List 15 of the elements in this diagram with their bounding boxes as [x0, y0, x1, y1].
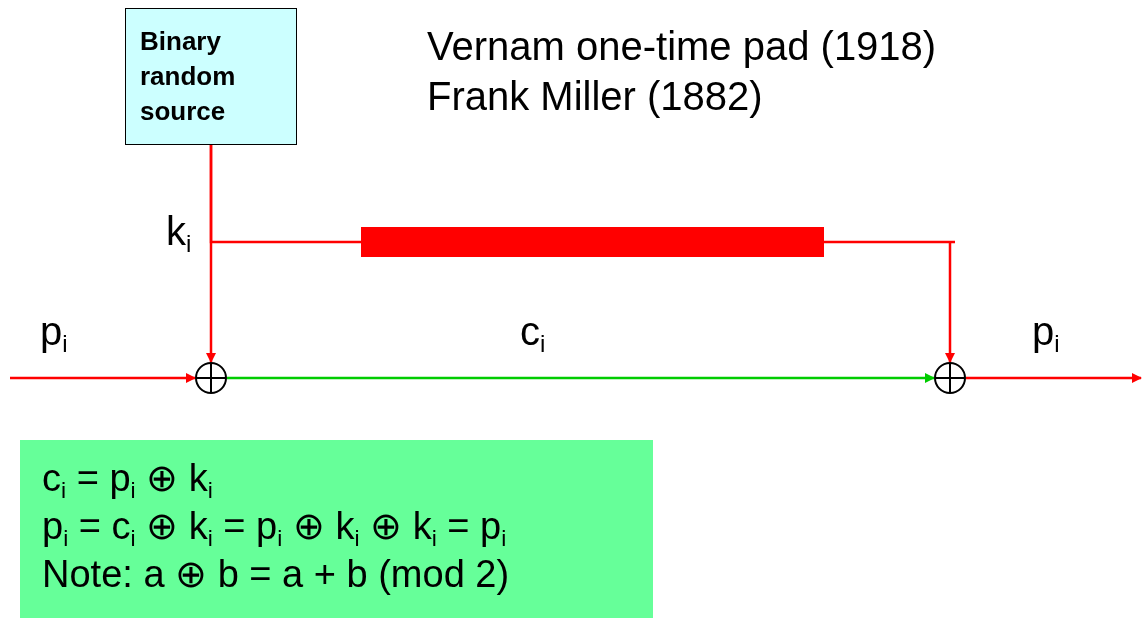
source-box [125, 8, 297, 145]
arrow [10, 373, 196, 383]
formula-line: Note: a ⊕ b = a + b (mod 2) [42, 552, 510, 597]
formula-line: c$_{i}$ = p$_{i}$ ⊕ k$_{i}$ [42, 456, 213, 502]
title: Vernam one-time pad (1918) [427, 23, 937, 69]
channel-bar [361, 227, 824, 257]
formula-line: p$_{i}$ = c$_{i}$ ⊕ k$_{i}$ = p$_{i}$ ⊕ k$_{i}$ ⊕ k$_{i}$ = p$_{i}$ [42, 504, 507, 550]
formula-panel [20, 440, 653, 618]
xor-symbol [934, 362, 966, 394]
subtitle: Frank Miller (1882) [427, 73, 763, 119]
arrow [824, 240, 957, 363]
source-label: Binary random source [140, 25, 237, 128]
arrow [227, 373, 935, 383]
arrow [966, 373, 1142, 383]
xor-symbol [195, 362, 227, 394]
